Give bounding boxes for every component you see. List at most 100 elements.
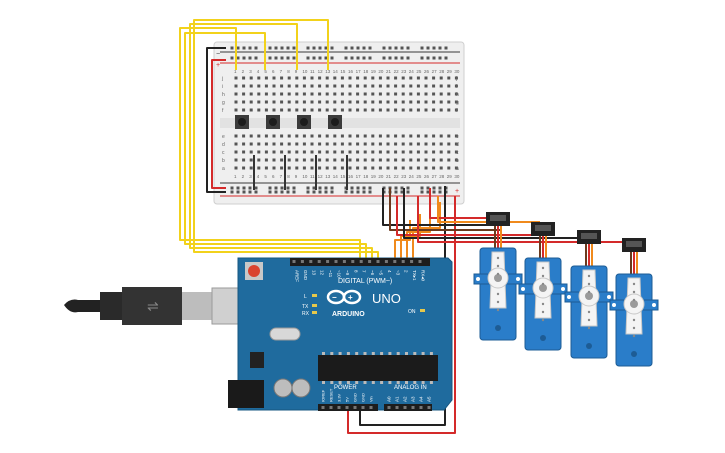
breadboard-hole xyxy=(287,166,291,170)
breadboard-hole xyxy=(310,158,314,162)
breadboard-hole xyxy=(363,84,367,88)
breadboard-hole xyxy=(242,142,246,146)
column-number: 29 xyxy=(447,69,453,74)
breadboard-hole xyxy=(447,158,451,162)
breadboard-hole xyxy=(264,166,268,170)
breadboard-hole xyxy=(249,158,253,162)
breadboard-hole xyxy=(318,150,322,154)
breadboard-hole xyxy=(447,134,451,138)
breadboard-hole xyxy=(287,76,291,80)
column-number: 18 xyxy=(363,69,369,74)
rail-hole xyxy=(268,186,272,190)
servo-2[interactable] xyxy=(518,222,568,351)
breadboard-hole xyxy=(378,92,382,96)
breadboard-hole xyxy=(447,84,451,88)
breadboard-hole xyxy=(401,108,405,112)
rail-top-minus-label: − xyxy=(216,51,220,58)
row-letter: f xyxy=(222,108,224,114)
chip-pin xyxy=(355,381,359,384)
breadboard-hole xyxy=(439,100,443,104)
l-label: L xyxy=(304,294,307,300)
wire-servo3-gnd xyxy=(403,188,588,239)
chip-pin xyxy=(330,381,334,384)
digital-pin-label: 4 xyxy=(387,270,392,273)
breadboard-hole xyxy=(348,108,352,112)
rail-hole xyxy=(382,46,386,50)
breadboard-hole xyxy=(333,92,337,96)
digital-pin-label: 7 xyxy=(362,270,367,273)
breadboard-hole xyxy=(439,92,443,96)
breadboard-hole xyxy=(454,108,458,112)
pushbutton-3[interactable] xyxy=(297,115,311,129)
rail-hole xyxy=(230,56,234,60)
pushbutton-2[interactable] xyxy=(266,115,280,129)
breadboard-hole xyxy=(318,76,322,80)
column-number: 15 xyxy=(340,69,346,74)
breadboard-hole xyxy=(401,150,405,154)
servo-1[interactable] xyxy=(473,212,523,341)
row-letter: d xyxy=(222,142,225,148)
breadboard-hole xyxy=(325,84,329,88)
breadboard-hole xyxy=(257,76,261,80)
rail-hole xyxy=(280,190,284,194)
breadboard-hole xyxy=(447,150,451,154)
rail-hole xyxy=(368,186,372,190)
breadboard-hole xyxy=(272,92,276,96)
pushbutton-1[interactable] xyxy=(235,115,249,129)
chip-pin xyxy=(338,352,342,355)
breadboard-hole xyxy=(325,142,329,146)
reset-button[interactable] xyxy=(248,265,260,277)
breadboard-hole xyxy=(302,84,306,88)
power-pin-label: Vin xyxy=(369,396,374,402)
servo-4[interactable] xyxy=(609,238,659,367)
column-number: 13 xyxy=(325,69,331,74)
breadboard-hole xyxy=(386,166,390,170)
column-number: 14 xyxy=(333,69,339,74)
breadboard-hole xyxy=(439,150,443,154)
pushbutton-4[interactable] xyxy=(328,115,342,129)
wire-servo1-red xyxy=(429,188,495,219)
column-number: 25 xyxy=(416,174,422,179)
column-number: 22 xyxy=(394,174,400,179)
breadboard-hole xyxy=(257,158,261,162)
analog-pin xyxy=(419,406,423,409)
rail-hole xyxy=(350,46,354,50)
servo-mount-hole xyxy=(476,277,480,281)
servo-gear xyxy=(586,343,592,349)
breadboard-hole xyxy=(295,150,299,154)
servo-horn-hole xyxy=(632,326,636,330)
breadboard-hole xyxy=(394,142,398,146)
analog-pin-label: A2 xyxy=(403,396,408,402)
breadboard-hole xyxy=(318,84,322,88)
breadboard-hole xyxy=(439,134,443,138)
row-letter: a xyxy=(222,166,225,172)
breadboard-hole xyxy=(310,76,314,80)
column-number: 19 xyxy=(371,69,377,74)
breadboard-hole xyxy=(432,134,436,138)
breadboard-hole xyxy=(257,84,261,88)
breadboard-hole xyxy=(242,166,246,170)
breadboard-hole xyxy=(287,84,291,88)
chip-pin xyxy=(396,352,400,355)
breadboard-hole xyxy=(363,166,367,170)
breadboard-hole xyxy=(325,92,329,96)
power-pin xyxy=(345,406,349,409)
breadboard-hole xyxy=(348,166,352,170)
breadboard-hole xyxy=(432,92,436,96)
breadboard-hole xyxy=(318,134,322,138)
breadboard-hole xyxy=(249,108,253,112)
rail-hole xyxy=(362,56,366,60)
breadboard-hole xyxy=(310,92,314,96)
wire-yellow-3 xyxy=(189,23,373,258)
column-number: 24 xyxy=(409,174,415,179)
rail-hole xyxy=(444,56,448,60)
column-number: 15 xyxy=(340,174,346,179)
chip-pin xyxy=(322,381,325,384)
servo-gear xyxy=(540,335,546,341)
column-number: 1 xyxy=(234,69,237,74)
column-number: 2 xyxy=(242,174,245,179)
column-number: 11 xyxy=(310,174,315,179)
servo-3[interactable] xyxy=(564,230,614,359)
